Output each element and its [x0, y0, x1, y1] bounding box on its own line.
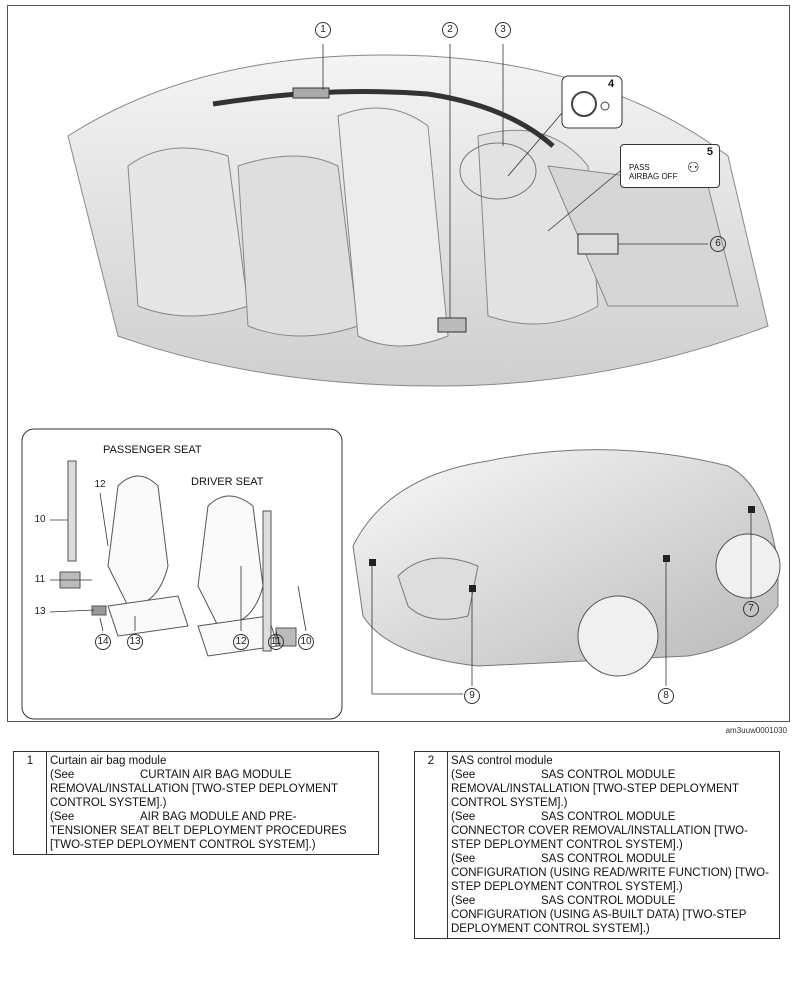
ref-rest: REMOVAL/INSTALLATION [TWO-STEP DEPLOYMEN…	[50, 783, 338, 809]
inset-callout-12: 12	[233, 634, 249, 650]
callout-9: 9	[464, 688, 480, 704]
item-title: Curtain air bag module	[50, 755, 167, 767]
vehicle-illustration	[21, 44, 781, 720]
ref-rest: REMOVAL/INSTALLATION [TWO-STEP DEPLOYMEN…	[451, 783, 739, 809]
pass-airbag-off-indicator: 5 PASS AIRBAG OFF ⚇	[620, 144, 720, 188]
callout-1: 1	[315, 22, 331, 38]
car-exterior	[352, 449, 781, 677]
item-number: 1	[13, 751, 47, 855]
callout-2: 2	[442, 22, 458, 38]
inset-callout-12-top: 12	[94, 479, 106, 490]
item-title: SAS control module	[451, 755, 553, 767]
passenger-seat-label: PASSENGER SEAT	[103, 444, 202, 456]
inset-callout-13-left: 13	[34, 606, 46, 617]
inset-callout-14: 14	[95, 634, 111, 650]
inset-callout-13: 13	[127, 634, 143, 650]
interior-cutaway	[67, 54, 769, 387]
ref-rest: CONFIGURATION (USING AS-BUILT DATA) [TWO…	[451, 909, 747, 935]
component-location-figure: 1 2 3 4 5 PASS AIRBAG OFF ⚇ 6 7 8 9 PASS…	[7, 5, 790, 722]
callout-6: 6	[710, 236, 726, 252]
ref-link: CURTAIN AIR BAG MODULE	[140, 769, 292, 781]
callout-3: 3	[495, 22, 511, 38]
inset-callout-11-left: 11	[34, 574, 46, 585]
item-number: 2	[414, 751, 448, 939]
ref-link: SAS CONTROL MODULE	[541, 853, 676, 865]
callout-4: 4	[608, 78, 615, 90]
ref-rest: TENSIONER SEAT BELT DEPLOYMENT PROCEDURE…	[50, 825, 347, 851]
indicator-line1: PASS	[629, 163, 650, 172]
driver-seat-label: DRIVER SEAT	[191, 476, 264, 488]
ref-link: SAS CONTROL MODULE	[541, 895, 676, 907]
airbag-person-icon: ⚇	[687, 159, 700, 175]
ref-link: AIR BAG MODULE AND PRE-	[140, 811, 297, 823]
inset-callout-10: 10	[298, 634, 314, 650]
indicator-line2: AIRBAG OFF	[629, 172, 678, 181]
callout-7: 7	[743, 601, 759, 617]
ref-rest: CONFIGURATION (USING READ/WRITE FUNCTION…	[451, 867, 769, 893]
callout-5: 5	[706, 146, 713, 158]
ref-link: SAS CONTROL MODULE	[541, 769, 676, 781]
ref-link: SAS CONTROL MODULE	[541, 811, 676, 823]
ref-rest: CONNECTOR COVER REMOVAL/INSTALLATION [TW…	[451, 825, 748, 851]
callout-8: 8	[658, 688, 674, 704]
figure-code: am3uuw0001030	[725, 726, 787, 735]
inset-callout-10-left: 10	[34, 514, 46, 525]
inset-callout-11: 11	[268, 634, 284, 650]
seat-drawing	[59, 460, 297, 657]
